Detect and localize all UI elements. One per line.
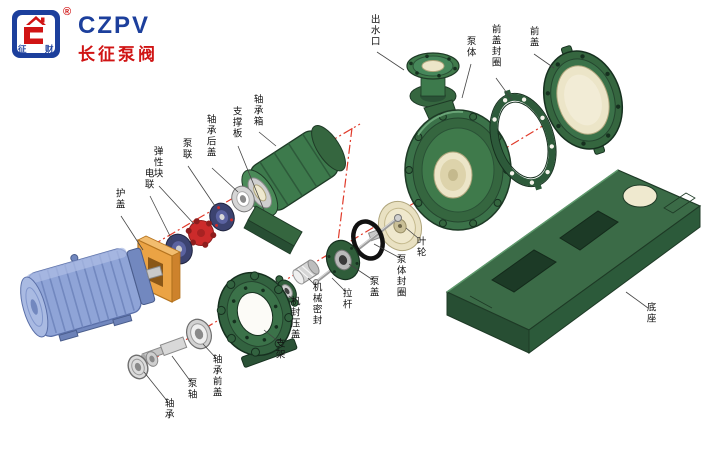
brand-logo: 征 财 ® CZPV 长征泵阀 xyxy=(12,6,232,65)
part-impeller xyxy=(367,200,423,252)
emblem-char-left: 征 xyxy=(18,44,27,54)
label-bearing-rear-cover: 轴承后盖 xyxy=(204,114,216,158)
roof-icon xyxy=(26,16,46,25)
part-bearing-front-cover xyxy=(186,318,212,350)
label-outlet: 出水口 xyxy=(368,14,380,47)
label-tie-rod: 拉杆 xyxy=(340,288,352,310)
stylized-c-icon xyxy=(24,27,43,44)
label-bearing-front-cover: 轴承前盖 xyxy=(210,354,222,398)
label-pump-cover: 泵盖 xyxy=(367,276,379,298)
part-pump-cover xyxy=(325,239,361,281)
emblem-char-right: 财 xyxy=(44,44,54,54)
label-base: 底座 xyxy=(644,302,656,324)
part-front-cover xyxy=(542,45,624,155)
label-seal-gland: 机封压盖 xyxy=(288,296,300,340)
label-guard-cover: 护盖 xyxy=(113,188,125,210)
part-pump-coupling xyxy=(209,202,235,232)
part-bearing xyxy=(127,354,149,380)
label-impeller: 叶轮 xyxy=(414,236,426,258)
part-mechanical-seal xyxy=(292,259,320,285)
chimney-icon xyxy=(41,17,45,23)
part-elastic-block xyxy=(185,218,217,248)
label-elastic-block: 弹性块 xyxy=(151,146,163,179)
label-front-cover: 前盖 xyxy=(527,26,539,48)
part-bearing-rear-cover xyxy=(231,185,255,213)
part-bracket xyxy=(216,271,298,368)
part-pump-body xyxy=(404,99,512,231)
brand-name-cn: 长征泵阀 xyxy=(78,45,158,65)
leader-lines xyxy=(120,51,649,403)
label-bearing: 轴承 xyxy=(162,398,174,420)
brand-acronym: CZPV xyxy=(78,12,151,39)
label-motor-coupling: 电联 xyxy=(142,168,154,190)
base-plate xyxy=(445,169,702,354)
label-mechanical-seal: 机械密封 xyxy=(310,282,322,326)
label-pump-shaft: 泵轴 xyxy=(185,378,197,400)
part-motor xyxy=(20,247,163,342)
label-bearing-housing: 轴承箱 xyxy=(251,94,263,127)
label-pump-body-seal-ring: 泵体封圈 xyxy=(394,254,406,298)
label-pump-coupling: 泵联 xyxy=(180,138,192,160)
part-pump-body-seal-ring xyxy=(351,219,385,261)
part-outlet xyxy=(406,52,460,108)
label-front-cover-seal-ring: 前盖封圈 xyxy=(489,24,501,68)
brand-emblem: 征 财 xyxy=(12,10,60,58)
label-bracket: 支架 xyxy=(273,338,285,360)
part-bearing-housing xyxy=(241,125,346,217)
registered-trademark-icon: ® xyxy=(63,6,72,18)
part-support-plate xyxy=(243,205,303,255)
label-support-plate: 支撑板 xyxy=(230,106,242,139)
label-pump-body: 泵体 xyxy=(464,36,476,58)
part-shaft-sleeve xyxy=(145,351,159,367)
